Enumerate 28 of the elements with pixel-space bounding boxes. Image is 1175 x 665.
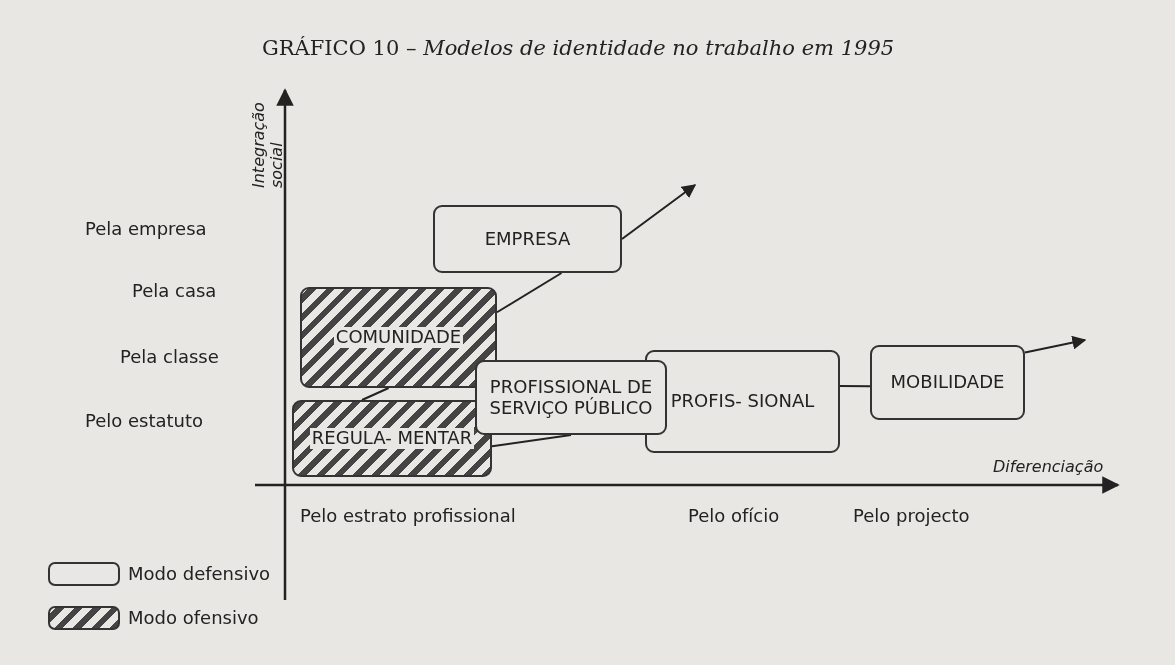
box-label: COMUNIDADE [333, 327, 464, 348]
tick-label: Pela casa [132, 280, 217, 301]
arrow [1024, 335, 1087, 354]
tick-label: Pelo estrato profissional [300, 505, 516, 526]
rounded-box [433, 205, 622, 273]
box-label: MOBILIDADE [889, 372, 1006, 393]
rounded-box [475, 360, 667, 435]
connector-line [361, 387, 390, 401]
box-label: PROFISSIONAL DE SERVIÇO PÚBLICO [488, 376, 654, 419]
box-label: EMPRESA [483, 228, 572, 250]
connector-line [839, 385, 871, 388]
box-label: REGULA- MENTAR [309, 428, 475, 449]
connector-line [496, 272, 563, 314]
hatched-box [292, 400, 492, 477]
tick-label: Pela classe [120, 346, 219, 367]
arrow [621, 184, 697, 240]
chart-title: GRÁFICO 10 – Modelos de identidade no trabalho em 1995 [262, 36, 895, 60]
tick-label: Pela empresa [85, 218, 207, 239]
tick-label: Pelo ofício [688, 505, 780, 526]
legend-label: Modo ofensivo [128, 607, 259, 628]
legend-label: Modo defensivo [128, 563, 271, 584]
connector-line [491, 434, 572, 448]
box-label: PROFIS- SIONAL [669, 391, 816, 412]
axis-title: Diferenciação [993, 457, 1104, 476]
tick-label: Pelo projecto [853, 505, 970, 526]
tick-label: Pelo estatuto [85, 410, 204, 431]
axis-title: Integração social [250, 101, 286, 188]
rounded-box [870, 345, 1025, 420]
